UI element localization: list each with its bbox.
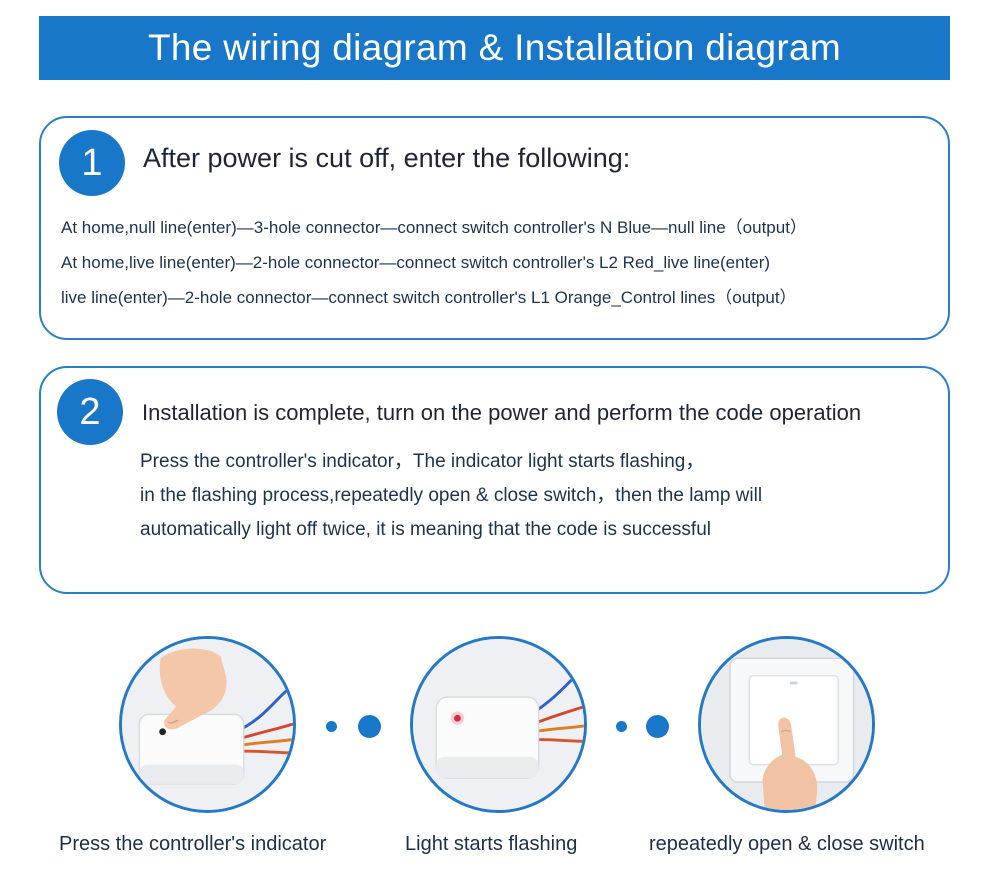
caption-open-close-switch: repeatedly open & close switch [649, 833, 925, 855]
photo-press-indicator [119, 636, 296, 813]
step-1-line-1: At home,null line(enter)—3-hole connecto… [61, 218, 807, 237]
step-1-line-3: live line(enter)—2-hole connector—connec… [61, 288, 797, 307]
step-1-instructions: At home,null line(enter)—3-hole connecto… [61, 210, 807, 315]
press-indicator-illustration [122, 639, 293, 810]
connector-dot-large [646, 715, 669, 738]
step-1-number-badge: 1 [59, 130, 125, 196]
connector-dot-small [616, 721, 627, 732]
step-1-panel: 1 After power is cut off, enter the foll… [39, 116, 950, 340]
photo-light-flashing [410, 636, 587, 813]
step-2-title: Installation is complete, turn on the po… [142, 400, 862, 425]
caption-press-indicator: Press the controller's indicator [59, 833, 327, 855]
connector-dot-small [326, 721, 337, 732]
connector-dot-large [358, 715, 381, 738]
wall-switch-illustration [701, 639, 872, 810]
step-2-number-badge: 2 [57, 379, 123, 445]
header-banner: The wiring diagram & Installation diagra… [39, 16, 950, 80]
step-1-title: After power is cut off, enter the follow… [143, 143, 631, 173]
step-2-line-2: in the flashing process,repeatedly open … [140, 485, 763, 506]
light-flashing-illustration [413, 639, 584, 810]
page-title: The wiring diagram & Installation diagra… [147, 27, 841, 68]
step-2-line-1: Press the controller's indicator，The ind… [140, 451, 705, 472]
step-2-line-3: automatically light off twice, it is mea… [140, 519, 711, 540]
step-2-instructions: Press the controller's indicator，The ind… [140, 445, 762, 547]
step-2-panel: 2 Installation is complete, turn on the … [39, 366, 950, 594]
step-1-line-2: At home,live line(enter)—2-hole connecto… [61, 253, 771, 272]
photo-open-close-switch [698, 636, 875, 813]
caption-light-flashing: Light starts flashing [405, 833, 578, 855]
